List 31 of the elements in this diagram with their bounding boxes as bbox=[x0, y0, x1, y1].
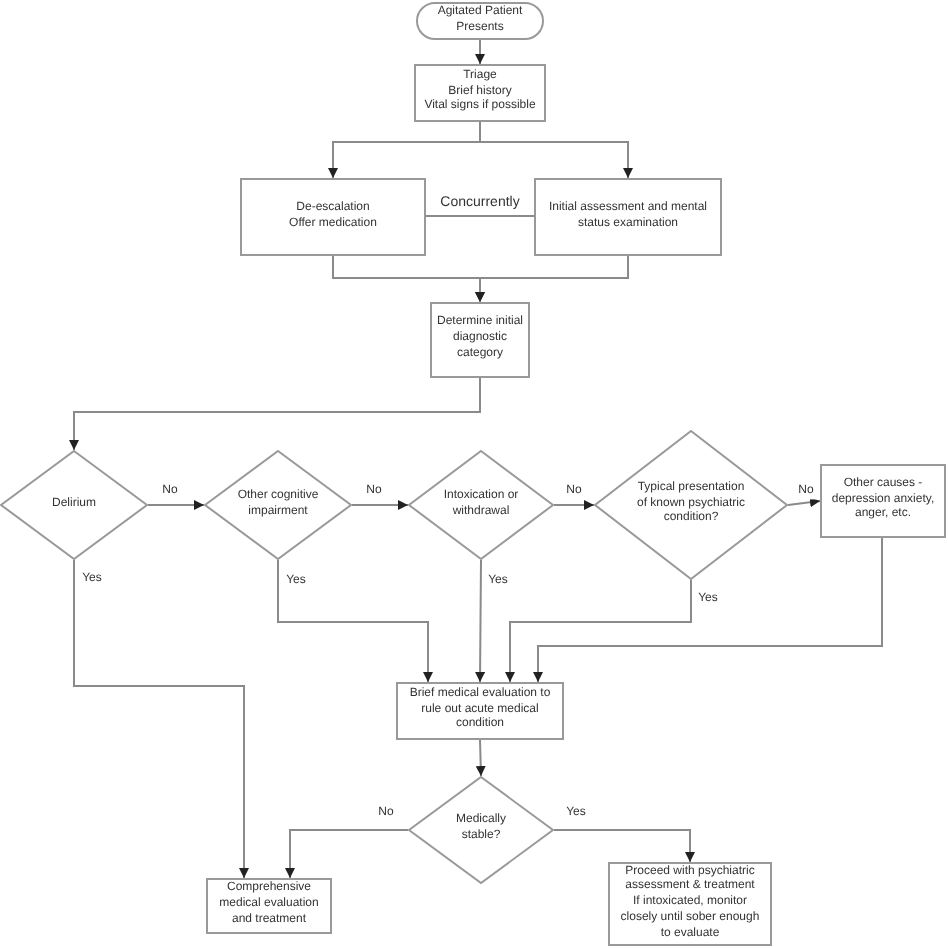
arrow bbox=[479, 121, 633, 179]
process-box bbox=[534, 178, 722, 256]
decision-diamond bbox=[204, 450, 352, 560]
decision-diamond bbox=[408, 776, 554, 884]
process-box bbox=[608, 862, 772, 946]
arrow bbox=[69, 377, 481, 451]
arrow bbox=[73, 559, 249, 879]
arrow bbox=[787, 497, 821, 508]
connector-line bbox=[425, 215, 535, 217]
arrow bbox=[553, 829, 695, 863]
arrow bbox=[475, 559, 486, 683]
process-box bbox=[430, 302, 530, 378]
arrow bbox=[277, 559, 433, 683]
arrow bbox=[533, 537, 883, 683]
arrow bbox=[475, 255, 629, 303]
arrow bbox=[475, 39, 485, 65]
process-box bbox=[206, 878, 332, 934]
arrow bbox=[147, 500, 205, 510]
process-box bbox=[240, 178, 426, 256]
arrow bbox=[351, 500, 409, 510]
process-box bbox=[396, 682, 564, 740]
start-terminal bbox=[416, 2, 544, 40]
decision-diamond bbox=[408, 450, 554, 560]
process-box bbox=[414, 64, 546, 122]
arrow bbox=[505, 579, 692, 683]
arrow bbox=[475, 739, 486, 777]
decision-diamond bbox=[594, 430, 788, 580]
arrow bbox=[553, 500, 595, 510]
arrow bbox=[285, 829, 409, 879]
process-box bbox=[820, 464, 946, 538]
decision-diamond bbox=[0, 450, 148, 560]
